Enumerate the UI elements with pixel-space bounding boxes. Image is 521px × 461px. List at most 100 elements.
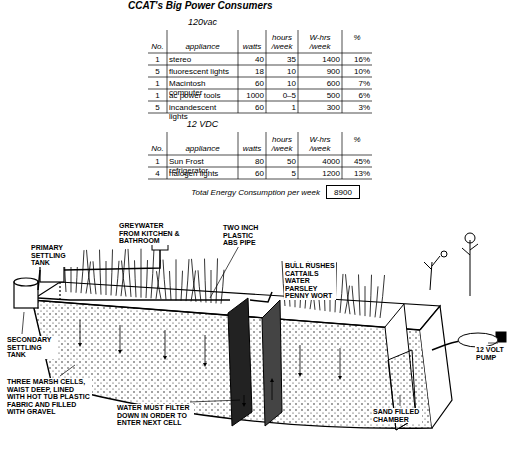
plant-stroke (100, 250, 102, 295)
callout-label: 12 VOLT PUMP (475, 346, 519, 361)
total-label: Total Energy Consumption per week (160, 188, 320, 197)
table-cell: 1 (268, 103, 296, 112)
tree-sketch (424, 233, 478, 296)
plant-stroke (359, 274, 361, 315)
plant-stroke (346, 274, 351, 314)
plant-stroke (122, 261, 127, 297)
plant-stroke (205, 259, 207, 303)
plant-stroke (352, 286, 355, 315)
column-header: % (342, 33, 372, 42)
column-header: watts (238, 42, 266, 51)
table-grid (148, 30, 372, 179)
table-cell: 1000 (240, 91, 264, 100)
table-cell: 45% (344, 157, 370, 166)
table-cell: 1 (150, 79, 165, 88)
table-cell: 16% (344, 55, 370, 64)
table-cell: 80 (240, 157, 264, 166)
column-header: No. (148, 144, 167, 153)
table-cell: 6% (344, 91, 370, 100)
plant-stroke (380, 275, 385, 318)
plant-stroke (135, 260, 137, 297)
table-cell: 900 (300, 67, 340, 76)
callout-label: SAND FILLED CHAMBER (372, 408, 422, 423)
plant-stroke (198, 270, 201, 302)
plant-stroke (111, 249, 113, 295)
plant-stroke (81, 250, 84, 293)
column-header: W-hrs /week (298, 135, 342, 153)
total-value: 8900 (334, 188, 352, 197)
table-cell: 60 (240, 79, 264, 88)
plant-stroke (176, 259, 177, 300)
table-cell: ac power tools (169, 91, 236, 100)
plant-stroke (370, 275, 372, 317)
column-header: watts (238, 144, 266, 153)
table-cell: 60 (240, 103, 264, 112)
column-header: No. (148, 42, 167, 51)
section-heading: 120vac (167, 18, 238, 27)
table-cell: 10 (268, 79, 296, 88)
plant-stroke (186, 259, 189, 301)
plant-stroke (163, 260, 166, 300)
plant-stroke (86, 262, 91, 294)
flow-arrows (80, 320, 340, 405)
column-header: appliance (167, 144, 238, 153)
table-cell: 500 (300, 91, 340, 100)
table-cell: fluorescent lights (169, 67, 236, 76)
column-header: appliance (167, 42, 238, 51)
plant-stroke (141, 249, 142, 298)
plant-stroke (157, 271, 162, 299)
table-cell: 4 (150, 169, 165, 178)
column-header: % (342, 135, 372, 144)
table-cell: 40 (240, 55, 264, 64)
plant-stroke (365, 286, 366, 316)
plant-stroke (211, 270, 212, 303)
callout-label: THREE MARSH CELLS, WAIST DEEP, LINED WIT… (6, 378, 92, 416)
table-cell: 600 (300, 79, 340, 88)
plant-stroke (121, 249, 126, 296)
table-cell: 1 (150, 91, 165, 100)
column-header: W-hrs /week (298, 33, 342, 51)
pipes (38, 250, 470, 350)
callout-label: TWO INCH PLASTIC ABS PIPE (222, 224, 268, 247)
total-box: 8900 (326, 185, 360, 199)
plant-stroke (375, 286, 378, 317)
plant-stroke (151, 248, 154, 298)
table-cell: 5 (150, 67, 165, 76)
callout-label: BULL RUSHES CATTAILS WATER PARSLEY PENNY… (284, 262, 336, 300)
table-cell: 1200 (300, 169, 340, 178)
plant-stroke (146, 260, 148, 298)
table-cell: 35 (268, 55, 296, 64)
plant-stroke (181, 271, 183, 301)
table-cell: 1 (150, 157, 165, 166)
table-cell: incandescent lights (169, 103, 236, 121)
table-cell: 0–5 (268, 91, 296, 100)
table-cell: 3% (344, 103, 370, 112)
table-cell: 60 (240, 169, 264, 178)
plant-stroke (116, 261, 119, 296)
table-cell: 1400 (300, 55, 340, 64)
table-cell: 50 (268, 157, 296, 166)
callout-label: GREYWATER FROM KITCHEN & BATHROOM (118, 222, 182, 245)
plant-stroke (216, 258, 218, 303)
callout-label: SECONDARY SETTLING TANK (6, 336, 58, 359)
table-cell: 4000 (300, 157, 340, 166)
plant-stroke (106, 261, 107, 295)
table-cell: 18 (240, 67, 264, 76)
callout-label: PRIMARY SETTLING TANK (30, 244, 80, 267)
column-header: hours /week (266, 135, 298, 153)
plant-stroke (340, 274, 343, 313)
table-cell: 13% (344, 169, 370, 178)
pump-pond (458, 332, 506, 347)
section-heading: 12 VDC (167, 120, 238, 129)
marsh-plants (65, 248, 385, 318)
table-cell: 5 (150, 103, 165, 112)
table-cell: 1 (150, 55, 165, 64)
table-cell: stereo (169, 55, 236, 64)
plant-stroke (128, 249, 131, 297)
plant-stroke (170, 271, 172, 300)
table-cell: halogen lights (169, 169, 236, 178)
leader-lines (22, 232, 498, 406)
table-cell: 5 (268, 169, 296, 178)
callout-label: WATER MUST FILTER DOWN IN ORDER TO ENTER… (116, 404, 194, 427)
table-cell: 10 (268, 67, 296, 76)
